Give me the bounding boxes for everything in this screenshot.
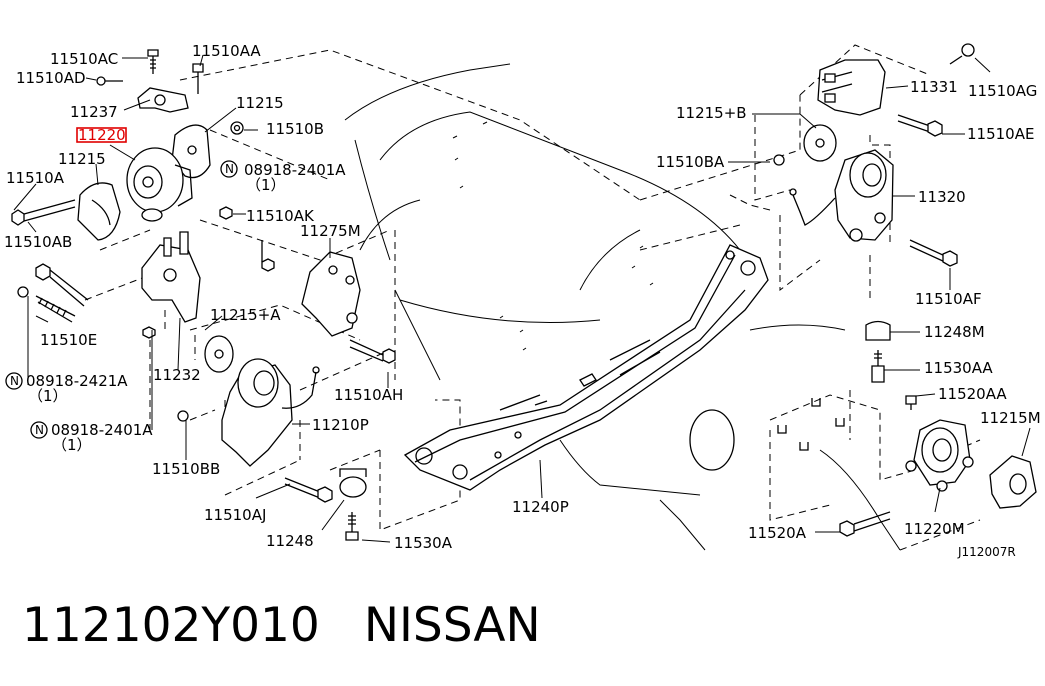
label-11215M: 11215M xyxy=(980,409,1041,427)
label-11215-left: 11215 xyxy=(58,150,106,168)
label-11220M: 11220M xyxy=(904,520,965,538)
n-marker-top: N xyxy=(225,162,234,176)
label-11215-top: 11215 xyxy=(236,94,284,112)
label-11237: 11237 xyxy=(70,103,118,121)
diagram-ref-code: J112007R xyxy=(957,545,1016,559)
label-11530AA: 11530AA xyxy=(924,359,993,377)
highlight-box xyxy=(76,127,127,143)
label-08918-2401A-top-qty: （1） xyxy=(246,176,286,194)
crossmember-11240P xyxy=(403,244,769,491)
label-11510AB: 11510AB xyxy=(4,233,72,251)
label-11510BB: 11510BB xyxy=(152,460,220,478)
label-11210P: 11210P xyxy=(312,416,369,434)
label-11232: 11232 xyxy=(153,366,201,384)
label-08918-2401A-bot-qty: （1） xyxy=(52,436,92,454)
leader-lines xyxy=(13,54,1031,543)
label-11520AA: 11520AA xyxy=(938,385,1007,403)
mount-11320 xyxy=(773,43,975,383)
label-11320: 11320 xyxy=(918,188,966,206)
label-08918-2421A: 08918-2421A xyxy=(26,372,128,390)
label-11240P: 11240P xyxy=(512,498,569,516)
label-11530A: 11530A xyxy=(394,534,453,552)
label-11510AJ: 11510AJ xyxy=(204,506,266,524)
n-marker-bottom: N xyxy=(35,423,44,437)
label-11510AE: 11510AE xyxy=(967,125,1034,143)
engine-outline xyxy=(344,63,901,551)
label-11248M: 11248M xyxy=(924,323,985,341)
label-11331: 11331 xyxy=(910,78,958,96)
part-labels: 11510AC 11510AA 11510AD 11237 11215 1151… xyxy=(4,42,1041,559)
label-11510AG: 11510AG xyxy=(968,82,1037,100)
label-08918-2421A-qty: （1） xyxy=(28,387,68,405)
label-11510A: 11510A xyxy=(6,169,65,187)
n-markers: N N N xyxy=(5,160,238,439)
label-08918-2401A-bot: 08918-2401A xyxy=(51,421,153,439)
label-11510AD: 11510AD xyxy=(16,69,86,87)
mount-11220M xyxy=(777,395,1037,537)
label-11510AH: 11510AH xyxy=(334,386,403,404)
label-11510AF: 11510AF xyxy=(915,290,982,308)
footer-caption: 112102Y010 NISSAN xyxy=(22,598,541,653)
label-11510AK: 11510AK xyxy=(246,207,315,225)
mount-11210P xyxy=(177,335,367,541)
n-marker-left: N xyxy=(10,374,19,388)
label-11510B: 11510B xyxy=(266,120,324,138)
label-11275M: 11275M xyxy=(300,222,361,240)
label-11510AA: 11510AA xyxy=(192,42,261,60)
brand-name: NISSAN xyxy=(363,598,541,653)
label-11215-a: 11215+A xyxy=(210,306,281,324)
label-11510AC: 11510AC xyxy=(50,50,118,68)
label-11248: 11248 xyxy=(266,532,314,550)
label-11215-b: 11215+B xyxy=(676,104,747,122)
label-08918-2401A-top: 08918-2401A xyxy=(244,161,346,179)
label-11220: 11220 xyxy=(78,126,126,144)
label-11520A: 11520A xyxy=(748,524,807,542)
front-mount-assembly xyxy=(11,49,244,339)
label-11510BA: 11510BA xyxy=(656,153,725,171)
bracket-11275M xyxy=(261,240,396,364)
label-11510E: 11510E xyxy=(40,331,97,349)
part-number: 112102Y010 xyxy=(22,598,320,653)
